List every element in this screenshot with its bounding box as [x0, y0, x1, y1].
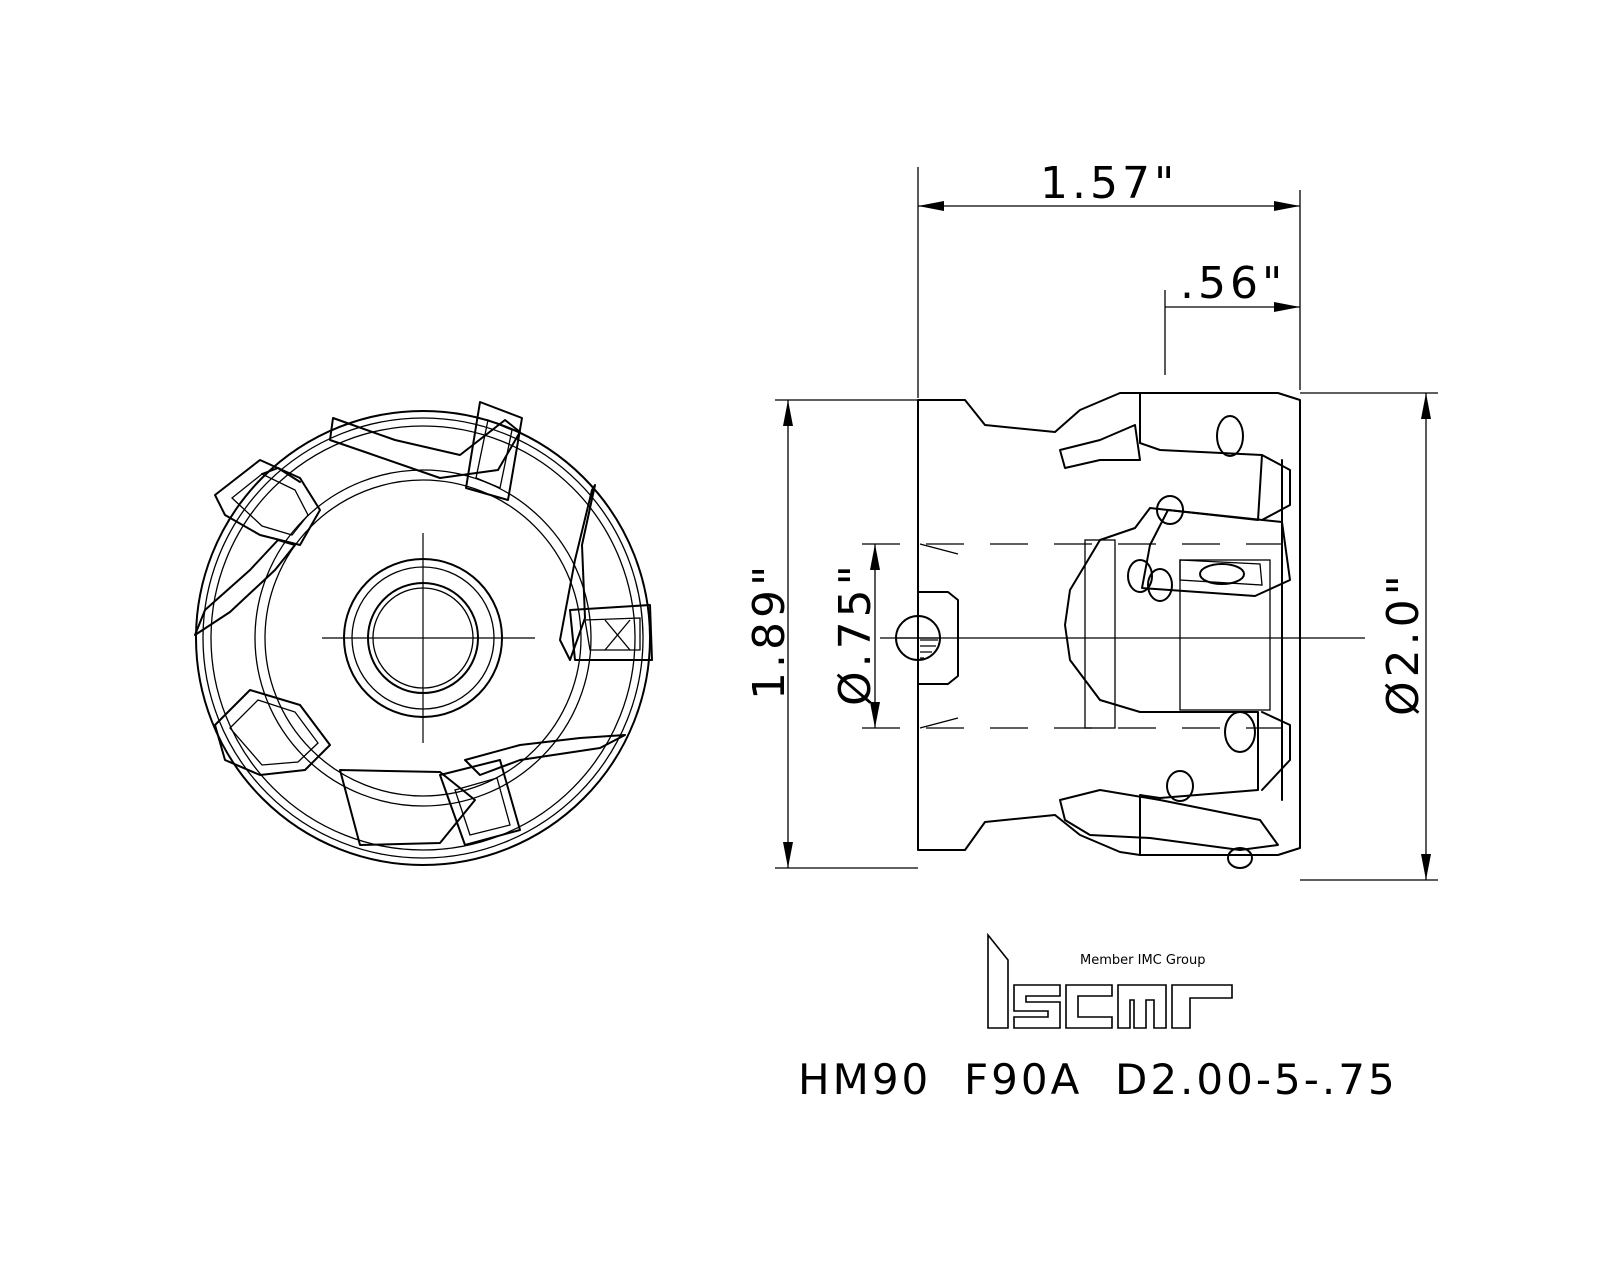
- side-view: [862, 392, 1365, 869]
- dim-insert-length: .56": [1180, 258, 1286, 309]
- dim-height: 1.89": [744, 562, 795, 700]
- insert-pocket: [329, 401, 523, 501]
- dim-bore-diameter: Ø.75": [830, 561, 881, 706]
- front-view: [194, 401, 653, 866]
- dim-cutter-diameter: Ø2.0": [1378, 571, 1429, 716]
- dimension-lines: [775, 167, 1438, 881]
- insert-pocket: [339, 734, 626, 846]
- insert-pocket: [194, 539, 331, 776]
- insert-pocket: [559, 484, 653, 661]
- logo-tagline: Member IMC Group: [1080, 953, 1205, 968]
- model-code: HM90 F90A D2.00-5-.75: [798, 1055, 1398, 1104]
- insert-pocket: [214, 459, 321, 546]
- dim-overall-length: 1.57": [1040, 158, 1178, 209]
- iscar-logo: Member IMC Group: [987, 932, 1233, 1029]
- dimension-labels: 1.57" .56" 1.89" Ø.75" Ø2.0": [744, 158, 1429, 716]
